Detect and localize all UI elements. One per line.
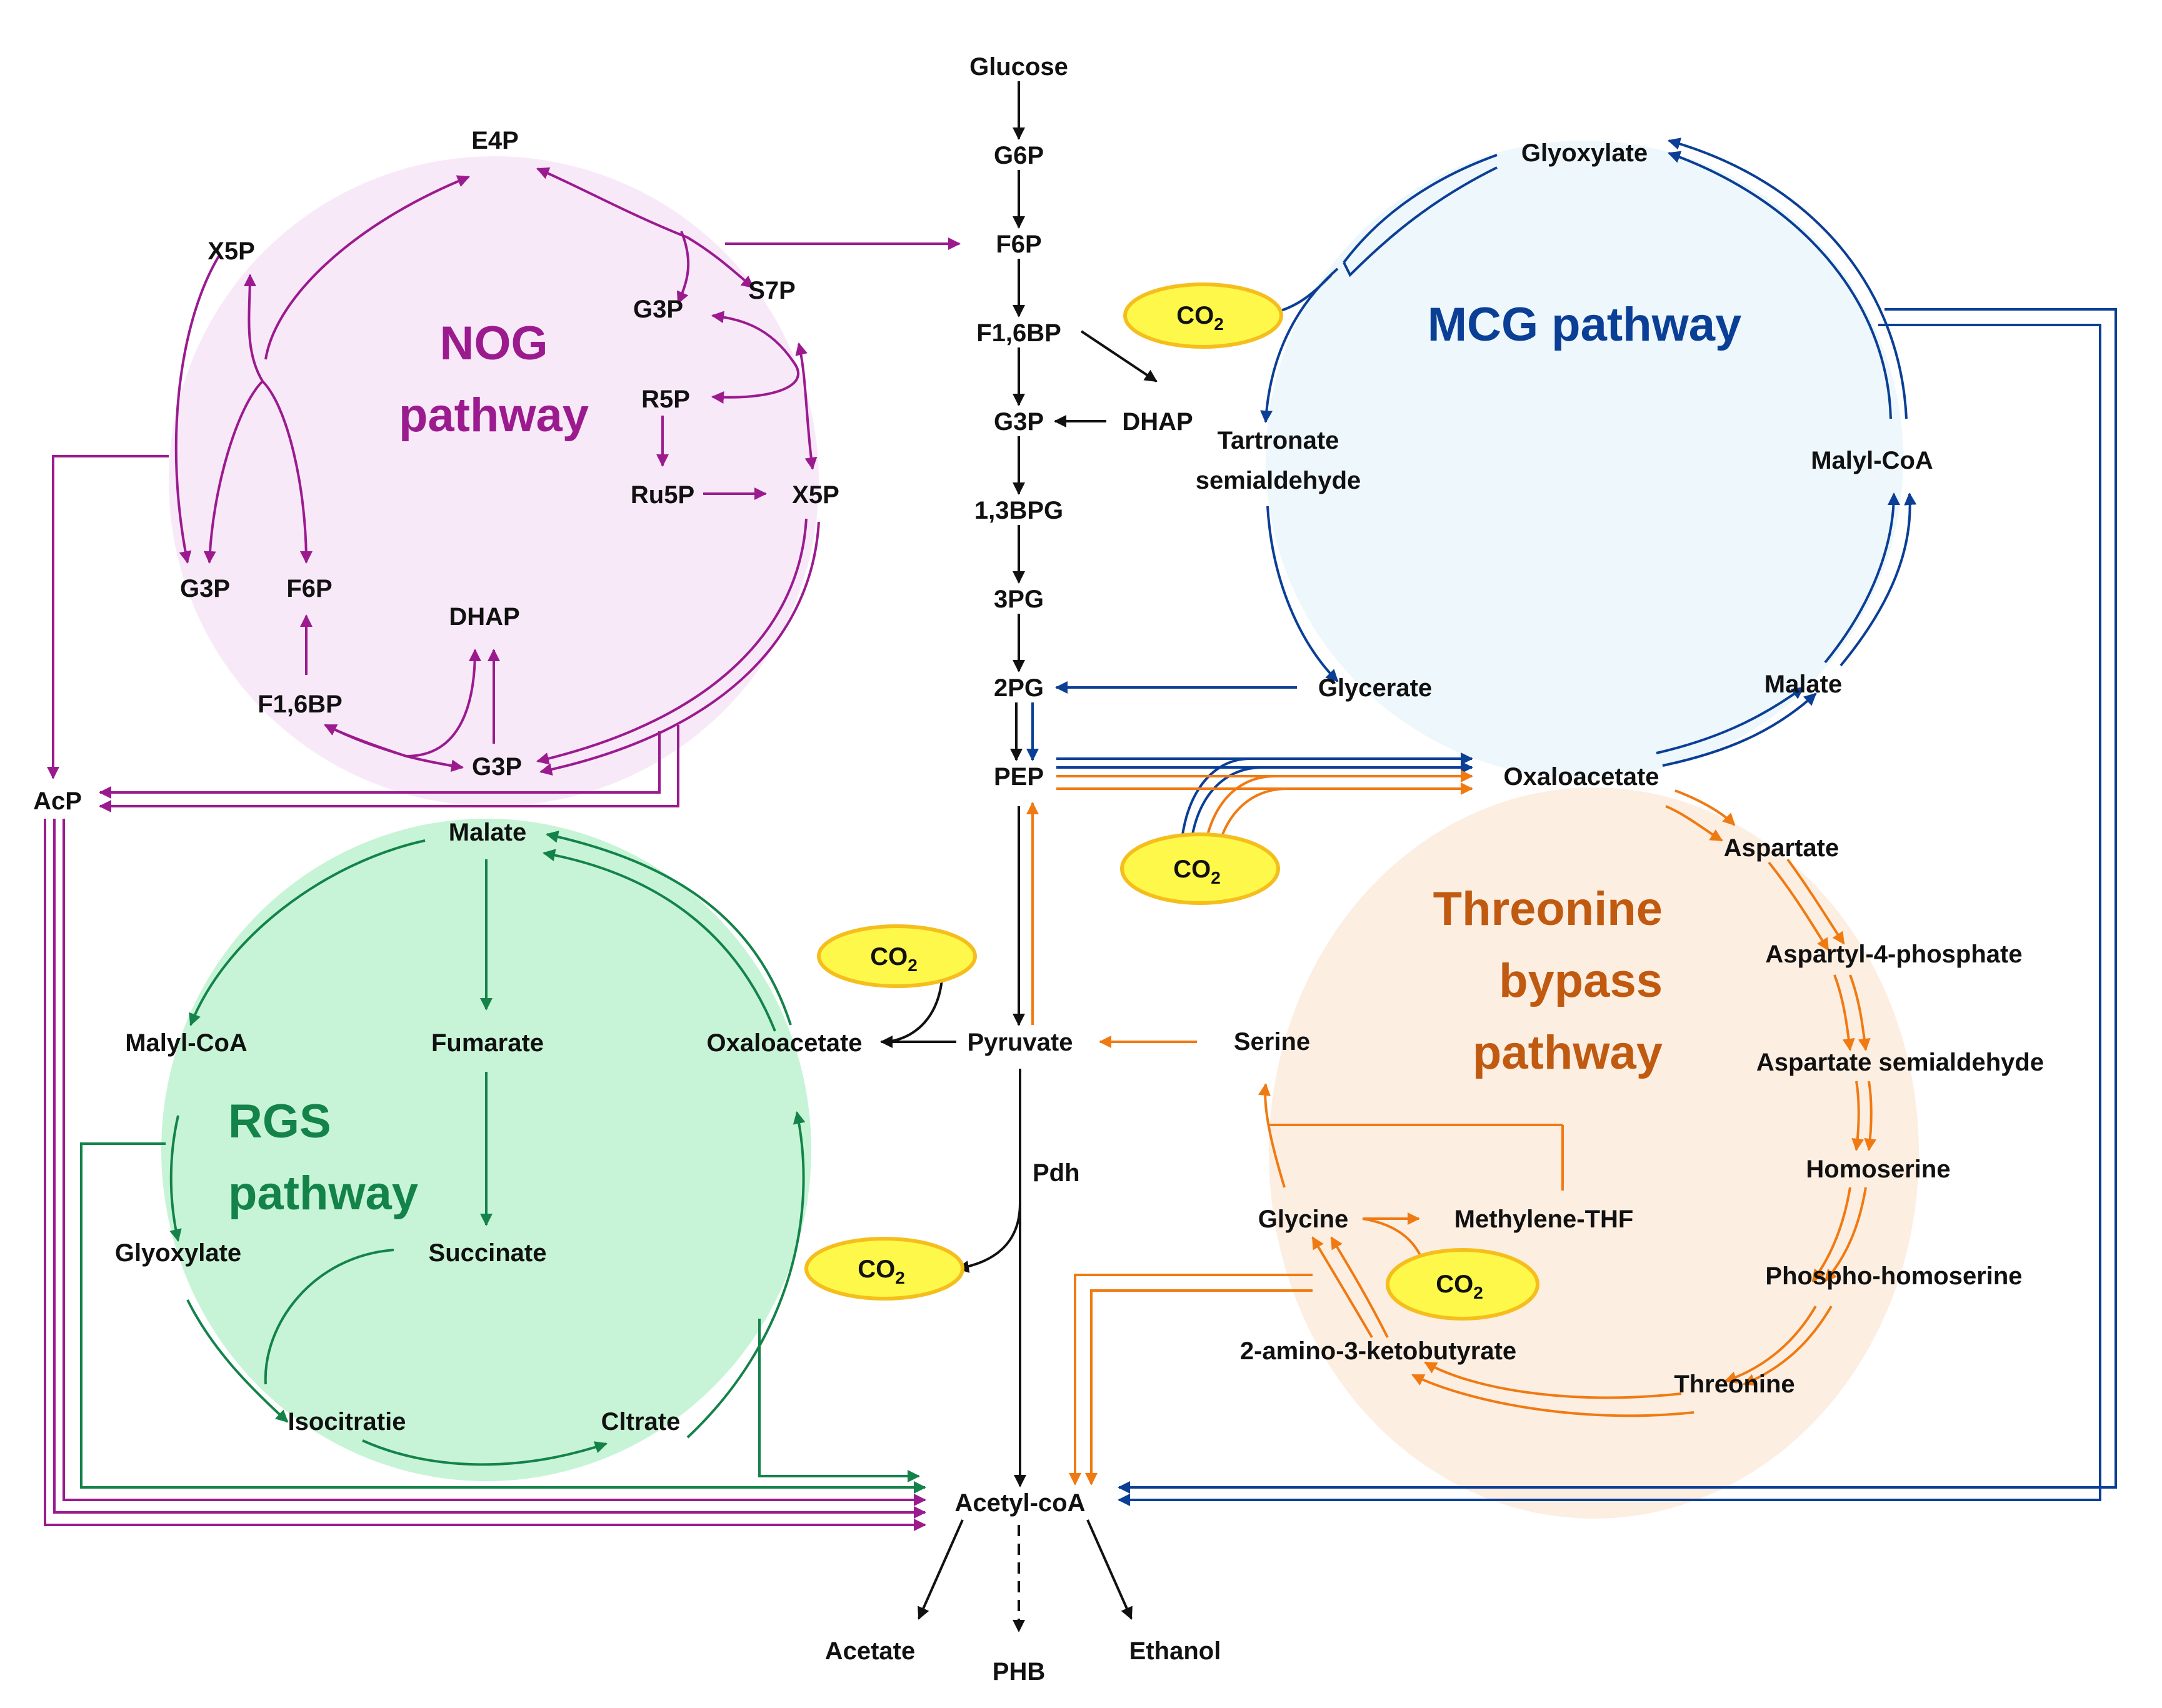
metabolite-2pg: 2PG (994, 674, 1044, 702)
nog-labels: E4P X5P G3P S7P R5P Ru5P X5P G3P F6P DHA… (33, 127, 839, 815)
svg-text:CO2: CO2 (1436, 1271, 1483, 1302)
nog-r5p: R5P (641, 386, 690, 413)
metabolite-g3p: G3P (994, 408, 1044, 436)
mcg-pathway-region (1266, 141, 1903, 778)
rgs-glyoxylate: Glyoxylate (115, 1239, 241, 1267)
nog-arrows (44, 167, 961, 1531)
nog-title: NOG (439, 317, 548, 370)
nog-e4p: E4P (471, 127, 519, 154)
thr-homoserine: Homoserine (1806, 1156, 1950, 1183)
rgs-fumarate: Fumarate (431, 1029, 544, 1057)
thr-2-amino-3-ketobutyrate: 2-amino-3-ketobutyrate (1240, 1337, 1516, 1365)
thr-aspartyl-4-phosphate: Aspartyl-4-phosphate (1765, 941, 2022, 968)
metabolite-pyruvate: Pyruvate (968, 1029, 1073, 1056)
co2-bubble-pep: CO2 (1120, 832, 1280, 905)
thr-aspartate: Aspartate (1724, 834, 1839, 862)
thr-phospho-homoserine: Phospho-homoserine (1765, 1262, 2022, 1290)
mcg-malyl-coa: Malyl-CoA (1811, 447, 1933, 474)
metabolite-oxaloacetate: Oxaloacetate (1503, 763, 1659, 791)
rgs-oxaloacetate: Oxaloacetate (706, 1029, 862, 1057)
mcg-tartronate-semialdehyde: Tartronate (1218, 427, 1339, 454)
product-ethanol: Ethanol (1129, 1637, 1221, 1665)
threonine-title-line2: bypass (1499, 954, 1663, 1007)
thr-serine: Serine (1234, 1028, 1310, 1056)
threonine-arrows (1026, 770, 1877, 1486)
co2-bubble-pyruvate: CO2 (817, 924, 977, 988)
rgs-succinate: Succinate (429, 1239, 547, 1267)
metabolite-g6p: G6P (994, 142, 1044, 169)
metabolite-pep: PEP (994, 763, 1044, 791)
svg-text:CO2: CO2 (858, 1256, 905, 1287)
metabolite-f6p: F6P (996, 231, 1041, 258)
mcg-title: MCG pathway (1428, 298, 1742, 351)
thr-threonine: Threonine (1674, 1371, 1794, 1398)
nog-g3p-left: G3P (180, 575, 230, 602)
thr-aspartate-semialdehyde: Aspartate semialdehyde (1756, 1049, 2044, 1076)
nog-dhap: DHAP (449, 603, 519, 631)
rgs-arrows (80, 831, 926, 1494)
thr-methylene-thf: Methylene-THF (1454, 1206, 1634, 1233)
threonine-pathway-region (1269, 787, 1919, 1519)
nog-x5p-right: X5P (792, 481, 839, 509)
svg-text:CO2: CO2 (1173, 856, 1221, 887)
rgs-malate: Malate (449, 819, 527, 846)
glycolysis-labels: Glucose G6P F6P F1,6BP G3P DHAP 1,3BPG 3… (825, 53, 1221, 1686)
svg-text:CO2: CO2 (870, 943, 918, 975)
nog-title-line2: pathway (399, 389, 589, 442)
mcg-glyoxylate: Glyoxylate (1521, 139, 1648, 167)
co2-bubble-pdh: CO2 (804, 1237, 964, 1301)
metabolite-acetyl-coa: Acetyl-coA (955, 1489, 1086, 1517)
mcg-malate: Malate (1764, 671, 1843, 698)
nog-f6p: F6P (286, 575, 332, 602)
svg-text:CO2: CO2 (1176, 302, 1224, 334)
co2-bubble-glycine: CO2 (1386, 1248, 1539, 1321)
mcg-labels: Glyoxylate Tartronate semialdehyde Glyce… (1196, 139, 1933, 791)
mcg-glycerate: Glycerate (1318, 674, 1432, 702)
threonine-title-line3: pathway (1473, 1026, 1663, 1079)
mcg-tartronate-semialdehyde-line2: semialdehyde (1196, 467, 1361, 494)
metabolite-dhap: DHAP (1122, 408, 1193, 436)
rgs-citrate: Cltrate (601, 1408, 681, 1436)
rgs-malyl-coa: Malyl-CoA (125, 1029, 248, 1057)
rgs-title-line2: pathway (228, 1167, 418, 1220)
metabolite-f16bp: F1,6BP (976, 319, 1061, 347)
metabolite-13bpg: 1,3BPG (974, 497, 1063, 524)
enzyme-pdh: Pdh (1033, 1159, 1080, 1187)
nog-g3p-top: G3P (633, 296, 683, 323)
metabolite-acp: AcP (33, 787, 82, 815)
co2-bubble-mcg: CO2 (1123, 282, 1283, 349)
nog-g3p-bottom: G3P (472, 753, 522, 781)
thr-glycine: Glycine (1258, 1206, 1349, 1233)
nog-ru5p: Ru5P (631, 481, 694, 509)
mcg-arrows (1026, 137, 2117, 1506)
metabolite-glucose: Glucose (969, 53, 1068, 81)
rgs-labels: Malate Malyl-CoA Fumarate Oxaloacetate G… (115, 819, 863, 1436)
rgs-title: RGS (228, 1095, 331, 1148)
glycolysis-arrows (880, 81, 1158, 1632)
metabolite-3pg: 3PG (994, 586, 1044, 613)
nog-s7p: S7P (748, 277, 796, 304)
product-acetate: Acetate (825, 1637, 916, 1665)
rgs-isocitrate: Isocitratie (288, 1408, 406, 1436)
nog-f16bp: F1,6BP (258, 691, 343, 718)
threonine-labels: Aspartate Aspartyl-4-phosphate Aspartate… (1234, 834, 2044, 1398)
nog-x5p-left: X5P (208, 237, 255, 265)
nog-pathway-region (169, 156, 819, 806)
threonine-title: Threonine (1433, 882, 1663, 936)
product-phb: PHB (993, 1658, 1045, 1686)
